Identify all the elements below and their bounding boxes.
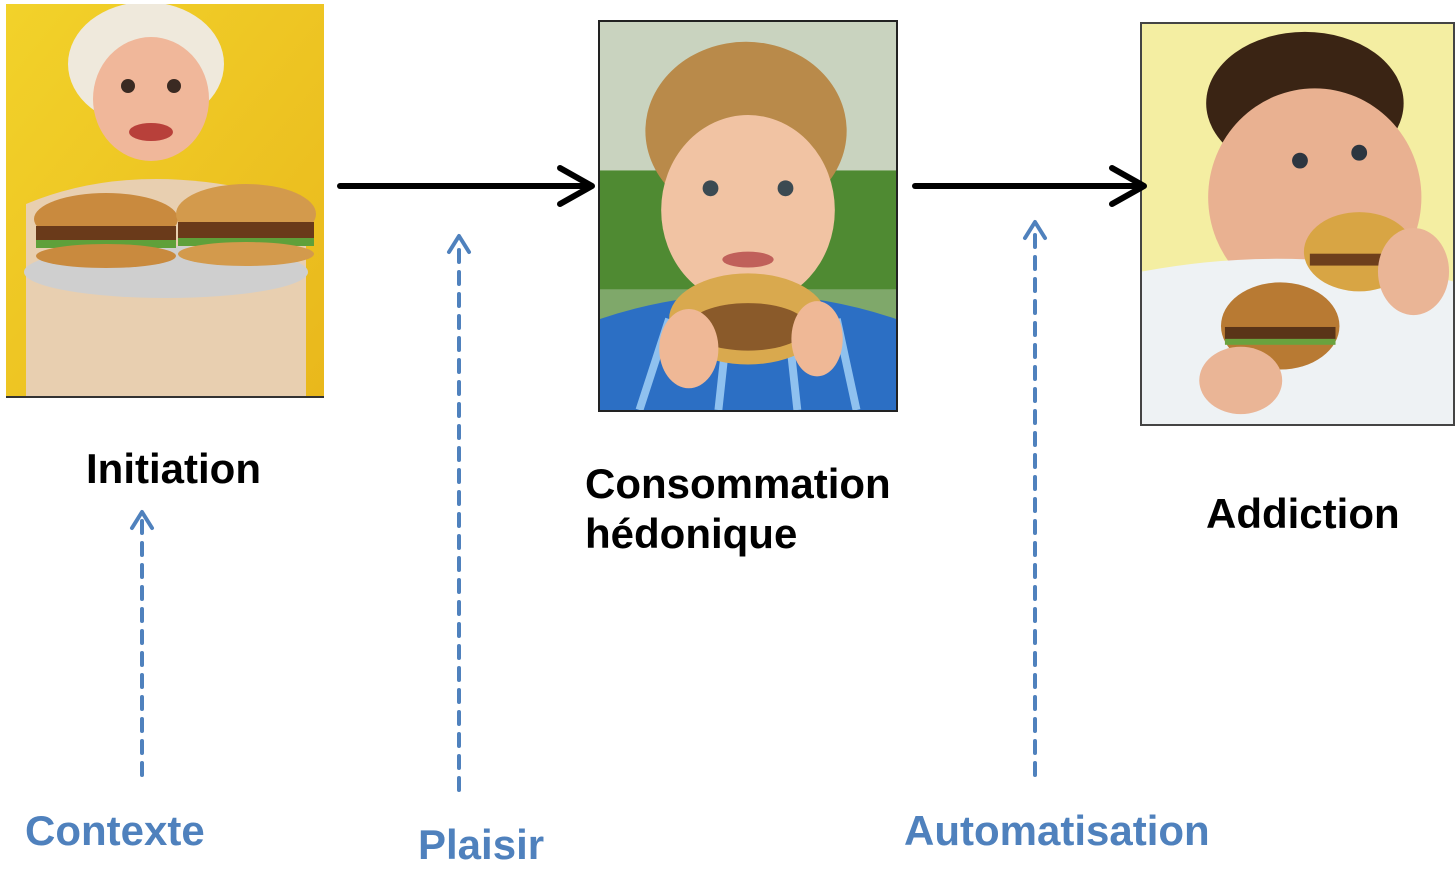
stage-label-consommation-line-1: Consommation [585,460,891,507]
woman-holding-burgers-photo [6,4,324,398]
stage-label-addiction: Addiction [1206,489,1400,539]
driver-arrow-plaisir [447,234,471,792]
stage-label-initiation-line-1: Initiation [86,445,261,492]
stage-label-consommation: Consommation hédonique [585,459,891,559]
main-arrow-initiation-to-consommation [337,165,595,207]
main-arrow-consommation-to-addiction [912,165,1147,207]
driver-arrow-contexte [130,510,154,777]
stage-label-addiction-line-1: Addiction [1206,490,1400,537]
boy-eating-burger-photo [598,20,898,412]
stage-label-consommation-line-2: hédonique [585,510,798,557]
driver-label-contexte: Contexte [25,807,205,854]
driver-label-plaisir: Plaisir [418,821,545,868]
driver-label-automatisation: Automatisation [904,807,1210,854]
stage-label-initiation: Initiation [86,444,261,494]
driver-arrow-automatisation [1023,220,1047,777]
child-biting-burger-photo [1140,22,1455,426]
